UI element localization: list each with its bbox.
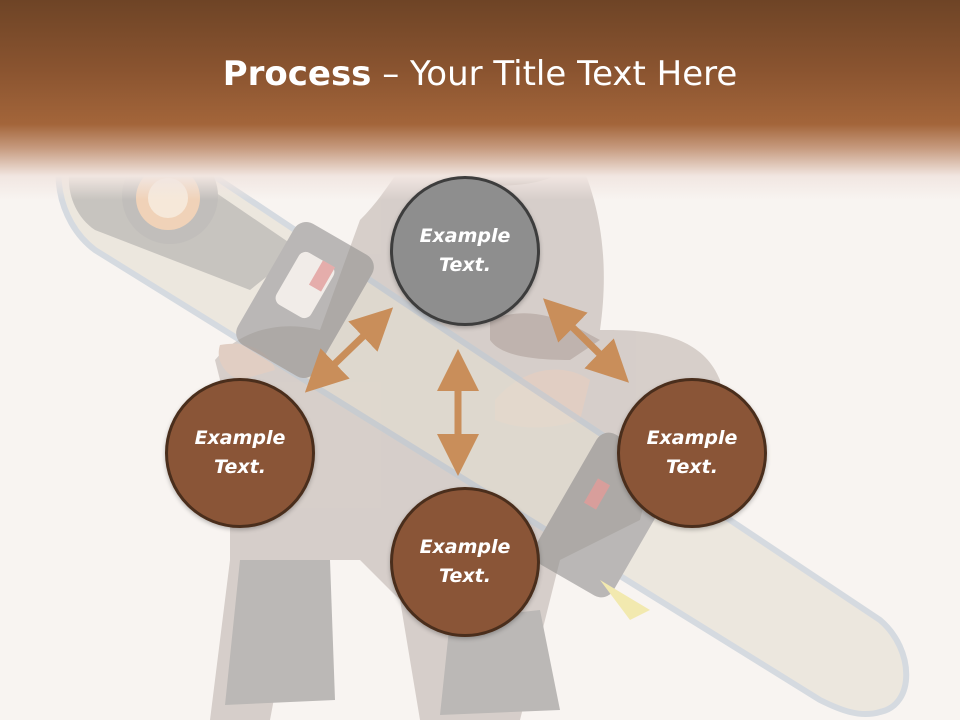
node-bottom-label: Example Text. xyxy=(419,536,511,587)
process-node-top: Example Text. xyxy=(390,176,540,326)
arrow-top-left xyxy=(304,307,394,393)
process-node-right: Example Text. xyxy=(617,378,767,528)
node-left-label: Example Text. xyxy=(194,427,286,478)
process-node-left: Example Text. xyxy=(165,378,315,528)
process-node-bottom: Example Text. xyxy=(390,487,540,637)
title-rest-text: – Your Title Text Here xyxy=(371,54,738,94)
header-band xyxy=(0,0,960,200)
title-bold-text: Process xyxy=(222,54,372,94)
node-right-label: Example Text. xyxy=(646,427,738,478)
arrow-top-right xyxy=(543,298,629,383)
node-top-label: Example Text. xyxy=(419,225,511,276)
slide-title: Process – Your Title Text Here xyxy=(0,52,960,96)
